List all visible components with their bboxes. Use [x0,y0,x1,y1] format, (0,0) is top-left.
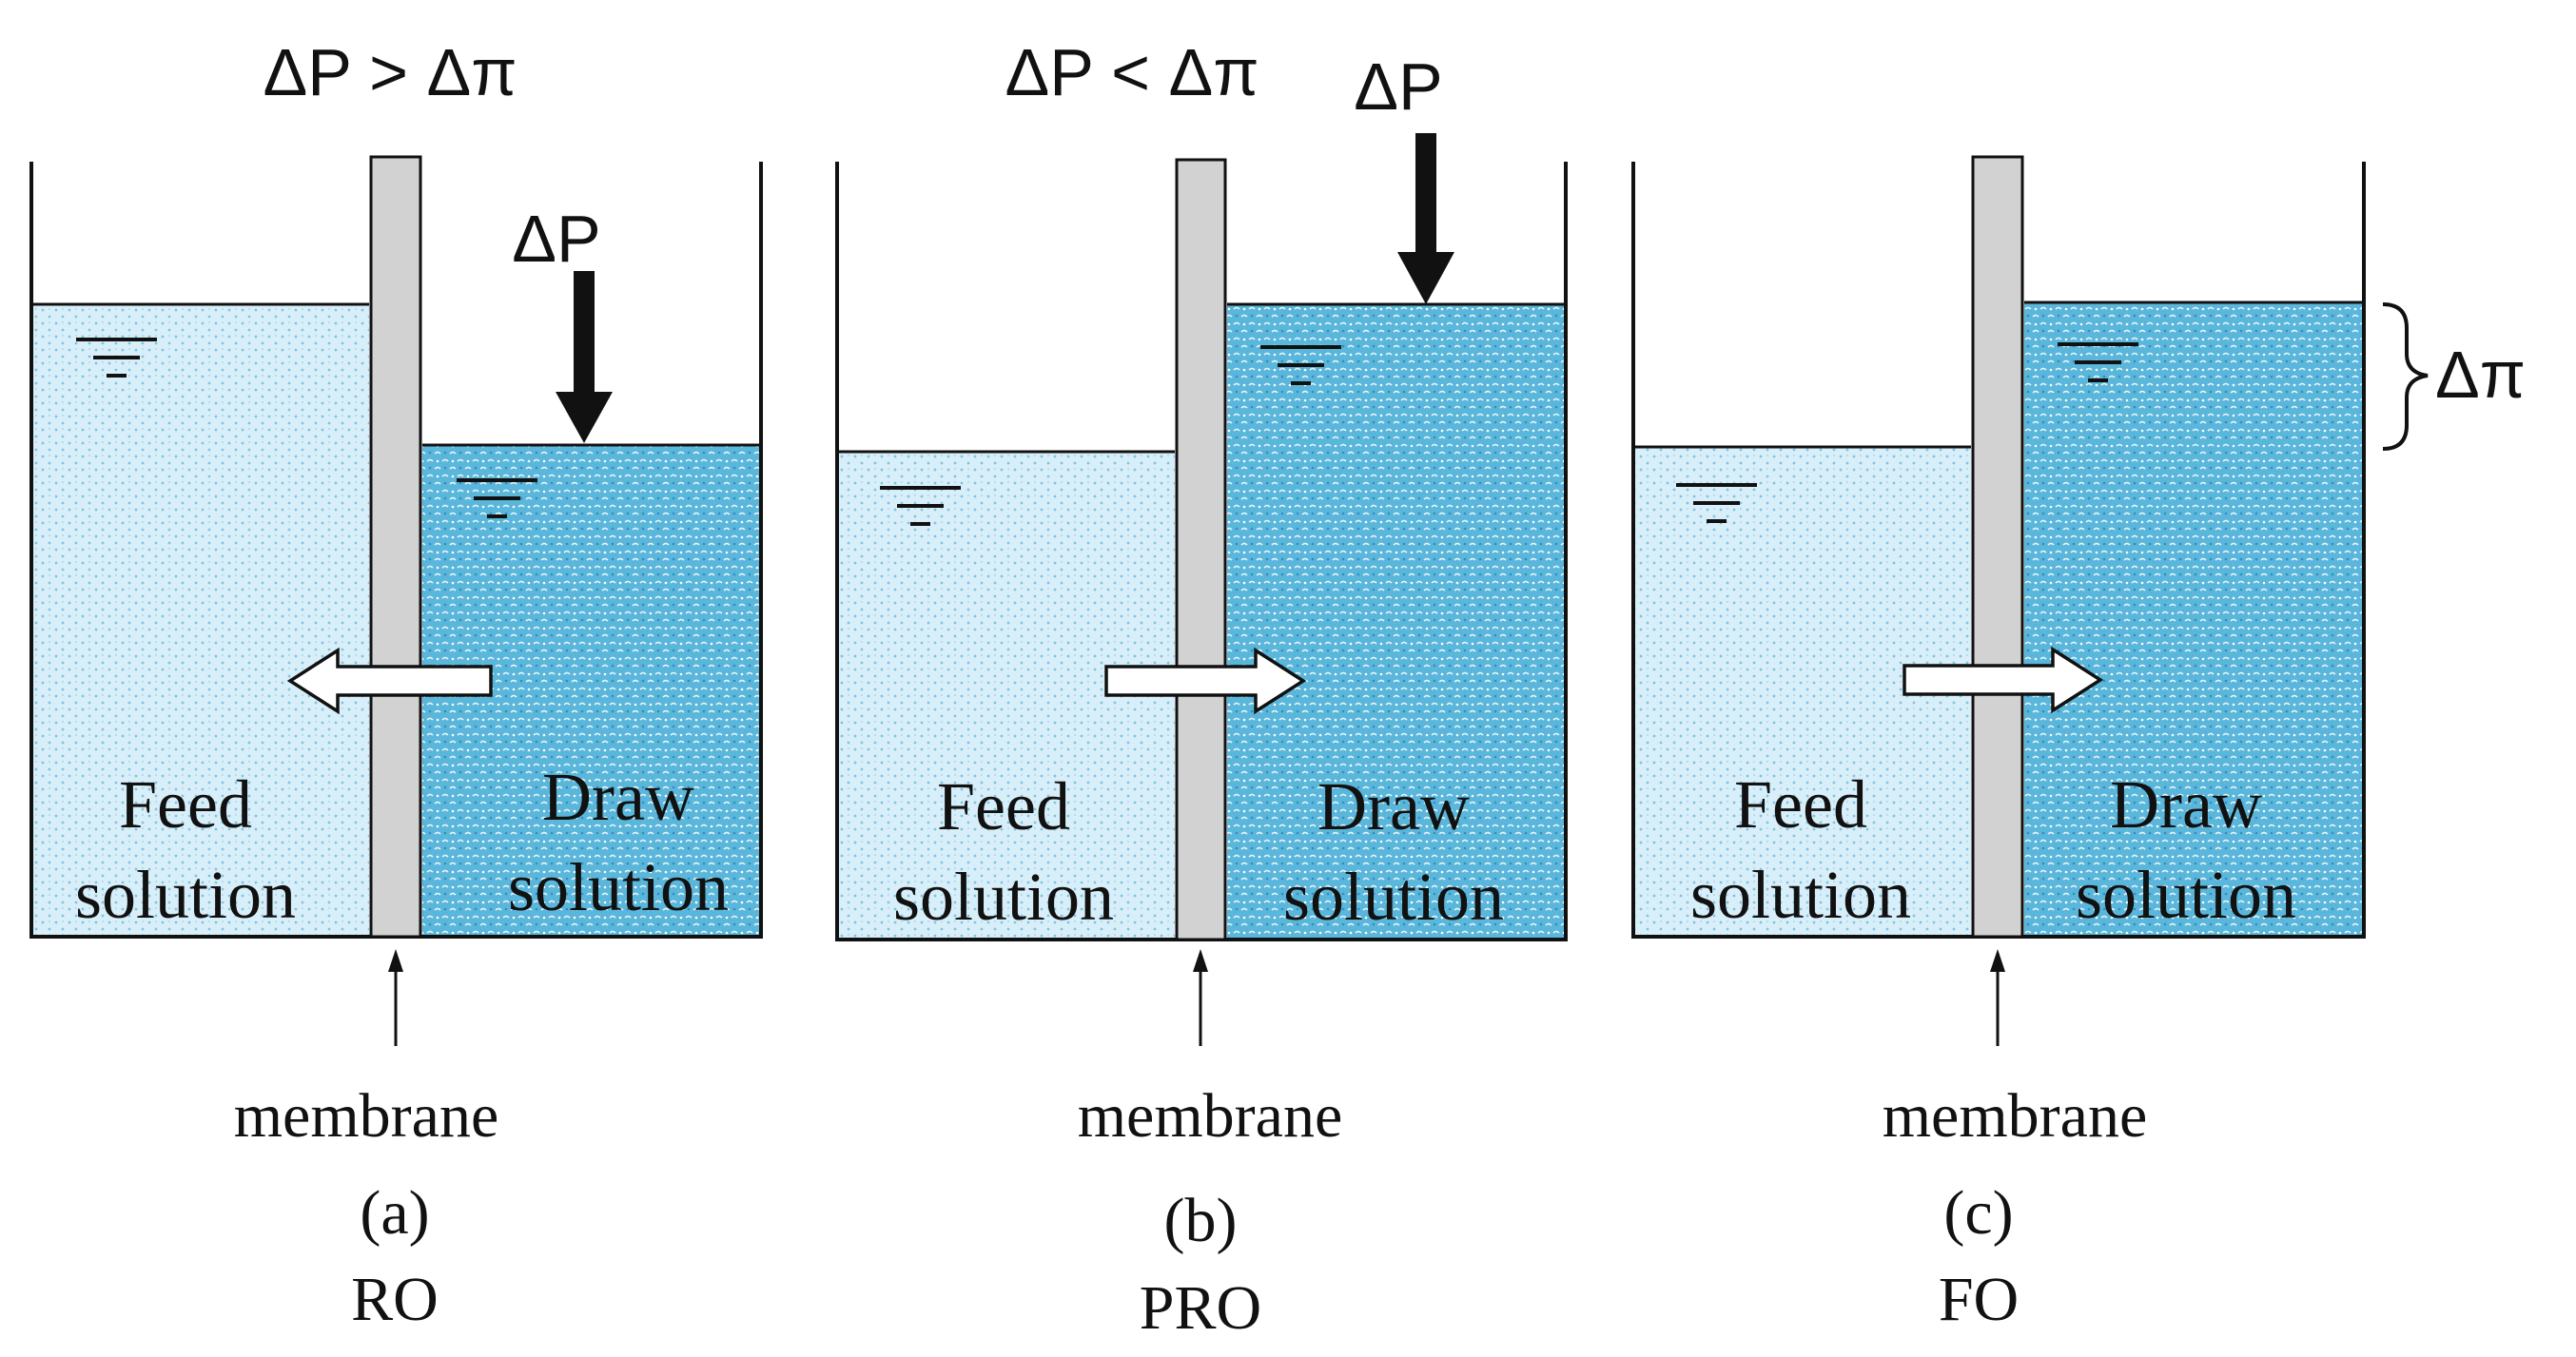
draw-solution-region [2024,302,2364,937]
osmotic-height-brace [2382,302,2429,451]
feed-label-c: Feed [1734,766,1867,843]
membrane-pointer-arrow [388,949,403,1046]
osmotic-pressure-label-c: Δπ [2435,338,2526,412]
feed-label-c-2: solution [1690,857,1911,933]
panel-b [835,133,1568,1046]
draw-label-b: Draw [1317,768,1470,844]
feed-solution-region [31,304,369,937]
feed-label-a: Feed [119,766,252,843]
process-name-c: FO [1939,1265,2019,1334]
membrane-label-b: membrane [1078,1081,1343,1151]
membrane [1971,155,2024,939]
panel-a [29,155,763,1046]
membrane [369,155,422,939]
draw-label-c: Draw [2110,766,2262,843]
draw-label-a: Draw [542,759,694,835]
water-level-symbol [880,486,961,526]
draw-label-b-2: solution [1283,859,1504,935]
water-flux-arrow [1903,646,2104,714]
water-level-symbol [1676,483,1757,523]
panel-letter-b: (b) [1164,1186,1238,1255]
feed-label-a-2: solution [75,857,296,933]
panel-c [1631,155,2429,1046]
draw-label-c-2: solution [2076,857,2296,933]
membrane-pointer-arrow [1193,949,1208,1046]
panel-letter-c: (c) [1943,1178,2013,1248]
panel-letter-a: (a) [360,1178,429,1248]
water-level-symbol [457,478,537,518]
draw-solution-region [1227,304,1566,940]
membrane [1175,158,1227,941]
pressure-label-b: ΔP [1354,49,1442,124]
water-level-symbol [1260,345,1341,385]
water-level-symbol [76,338,157,378]
water-level-symbol [2058,342,2138,382]
pressure-arrow [556,271,613,443]
condition-label-b: ΔP < Δπ [1005,35,1259,109]
feed-label-b: Feed [937,768,1070,844]
membrane-label-a: membrane [234,1081,499,1151]
membrane-pointer-arrow [1990,949,2005,1046]
condition-label-a: ΔP > Δπ [263,35,517,109]
pressure-arrow [1397,133,1454,304]
membrane-label-c: membrane [1883,1081,2148,1151]
pressure-label-a: ΔP [512,202,600,276]
water-flux-arrow [1104,647,1307,715]
draw-label-a-2: solution [508,849,729,925]
feed-label-b-2: solution [893,859,1114,935]
process-name-a: RO [351,1265,439,1334]
water-flux-arrow [286,647,493,715]
process-name-b: PRO [1140,1273,1261,1343]
